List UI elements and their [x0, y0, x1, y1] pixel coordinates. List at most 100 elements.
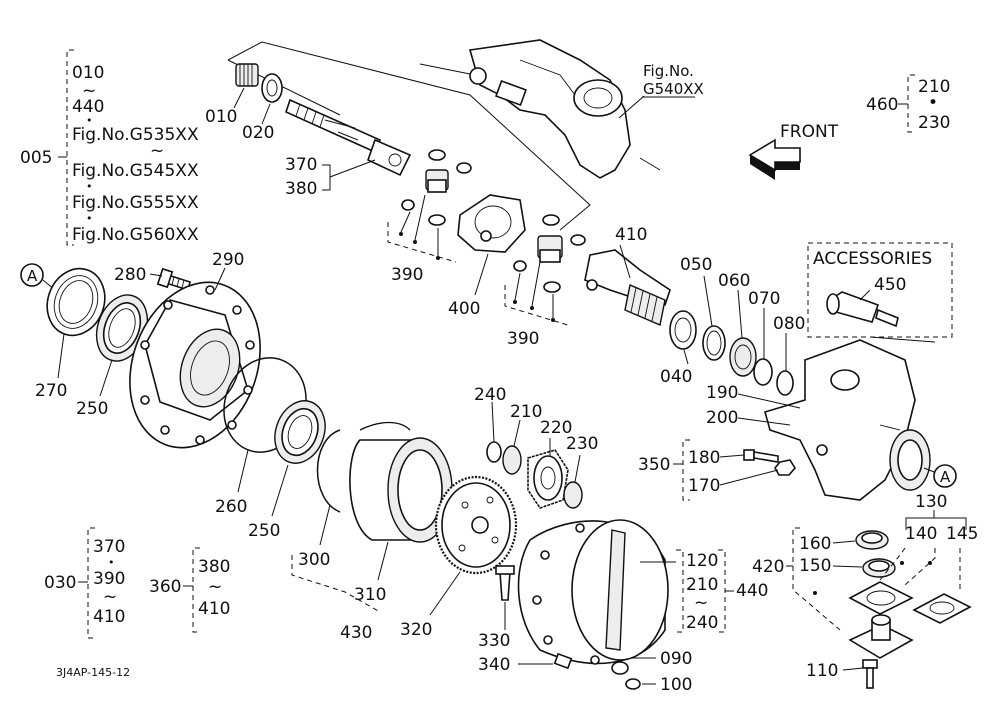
group-350-number: 350 [638, 455, 670, 475]
part-040: 040 [660, 367, 692, 387]
group-005-fig-1: Fig.No.G535XX [72, 125, 199, 145]
part-380: 380 [285, 179, 317, 199]
group-030-item-2: 390 [93, 569, 125, 589]
planet-gear-220 [527, 449, 569, 509]
ring-050 [702, 325, 726, 361]
group-030-item-3: 410 [93, 607, 125, 627]
group-440-tilde: ~ [694, 593, 708, 613]
bolt-180 [743, 449, 779, 463]
bearing-150 [862, 558, 896, 578]
seal-040 [669, 310, 697, 350]
fig-ref-line2: G540XX [643, 80, 704, 98]
part-010: 010 [205, 107, 237, 127]
group-420-number: 420 [752, 557, 784, 577]
part-280: 280 [114, 265, 146, 285]
needle-bearing-010 [235, 63, 259, 87]
ring-gear-310 [349, 421, 453, 543]
part-060: 060 [718, 271, 750, 291]
accessories-box [807, 242, 953, 338]
part-400: 400 [448, 299, 480, 319]
part-020: 020 [242, 123, 274, 143]
group-030-number: 030 [44, 573, 76, 593]
part-270: 270 [35, 381, 67, 401]
yoke-400 [457, 194, 526, 253]
ref-a-right-icon [933, 464, 957, 488]
part-080: 080 [773, 314, 805, 334]
part-390-a: 390 [391, 265, 423, 285]
part-450: 450 [874, 275, 906, 295]
group-350-item-1: 180 [688, 448, 720, 468]
group-030-item-1: 370 [93, 537, 125, 557]
axle-housing-drawing [419, 39, 661, 179]
group-005-fig-3: Fig.No.G555XX [72, 193, 199, 213]
group-005-range-start: 010 [72, 63, 104, 83]
part-250-a: 250 [76, 399, 108, 419]
ring-070 [753, 358, 773, 386]
front-arrow-icon [748, 138, 801, 180]
part-110: 110 [806, 661, 838, 681]
part-370: 370 [285, 155, 317, 175]
group-005-number: 005 [20, 148, 52, 168]
oil-seal-020 [261, 73, 283, 103]
ring-080 [776, 370, 794, 396]
ref-a-left-icon [20, 263, 44, 287]
part-050: 050 [680, 255, 712, 275]
seal-160 [855, 530, 889, 550]
group-460-dot: • [928, 93, 938, 113]
group-130-number: 130 [915, 492, 947, 512]
grease-fitting-450 [826, 291, 899, 328]
washer-090 [611, 661, 629, 675]
group-005-dot-3: • [86, 212, 93, 225]
bearing-060 [729, 337, 757, 377]
plug-100 [625, 678, 641, 690]
part-290: 290 [212, 250, 244, 270]
bearing-250-b [274, 400, 326, 464]
bolt-110 [862, 659, 878, 689]
part-430: 430 [340, 623, 372, 643]
part-250-b: 250 [248, 521, 280, 541]
ref-a-right: A [940, 468, 951, 486]
group-005-range-end: 440 [72, 97, 104, 117]
group-360-start: 380 [198, 557, 230, 577]
planetary-cover-120 [517, 519, 669, 665]
front-label: FRONT [780, 122, 839, 142]
group-440-item-3: 240 [686, 613, 718, 633]
accessories-title: ACCESSORIES [813, 249, 932, 269]
washer-230 [563, 481, 583, 509]
nut-170 [774, 459, 796, 476]
group-005-tilde: ~ [82, 81, 96, 101]
group-350-item-2: 170 [688, 476, 720, 496]
group-440-item-1: 120 [686, 551, 718, 571]
group-030-dot: • [108, 556, 115, 569]
group-005-dot-1: • [86, 114, 93, 127]
part-210: 210 [510, 402, 542, 422]
fig-ref-line1: Fig.No. [643, 62, 694, 80]
universal-joint-390b [513, 214, 586, 293]
thrust-washer-240 [486, 441, 502, 463]
group-130-item-1: 140 [905, 524, 937, 544]
group-440-number: 440 [736, 581, 768, 601]
gasket-145 [912, 593, 972, 624]
gear-320 [434, 475, 518, 575]
universal-joint-390a [401, 149, 472, 226]
group-005-dot-2: • [86, 180, 93, 193]
wheel-hub-290 [129, 281, 261, 449]
group-005-tilde-2: ~ [150, 141, 164, 161]
group-460-start: 210 [918, 77, 950, 97]
group-030-tilde: ~ [103, 587, 117, 607]
needle-bearing-210 [502, 445, 522, 475]
group-420-item-1: 160 [799, 534, 831, 554]
bolt-280 [156, 267, 191, 292]
part-330: 330 [478, 631, 510, 651]
part-090: 090 [660, 649, 692, 669]
kingpin-cap [848, 614, 914, 659]
group-420-item-2: 150 [799, 556, 831, 576]
part-100: 100 [660, 675, 692, 695]
group-360-end: 410 [198, 599, 230, 619]
part-260: 260 [215, 497, 247, 517]
part-410: 410 [615, 225, 647, 245]
part-390-b: 390 [507, 329, 539, 349]
part-340: 340 [478, 655, 510, 675]
part-220: 220 [540, 418, 572, 438]
